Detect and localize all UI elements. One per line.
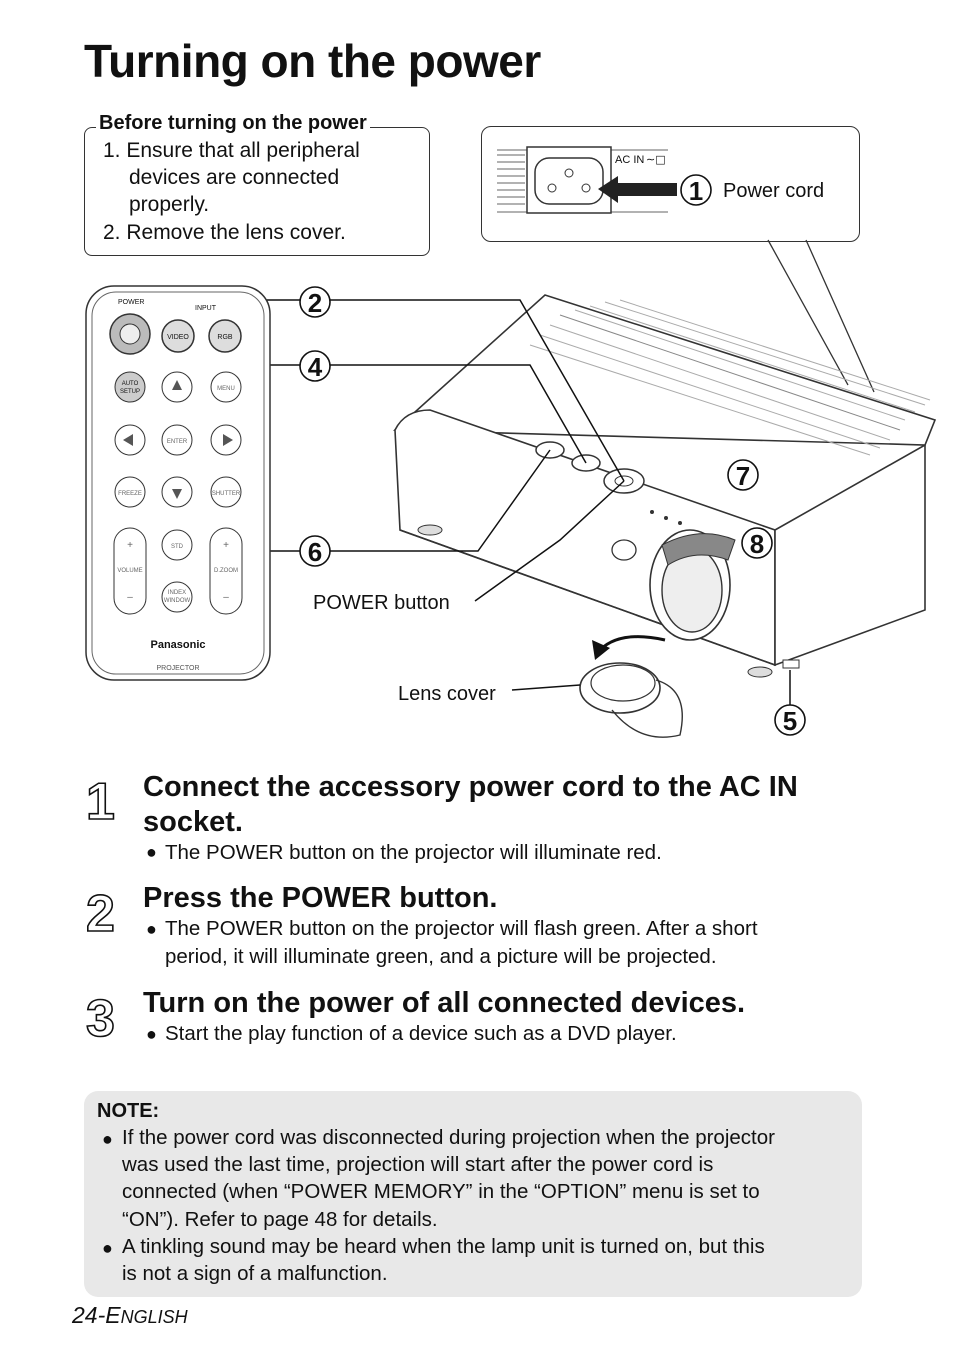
svg-text:POWER: POWER xyxy=(118,299,144,306)
callout-6: 6 xyxy=(308,537,322,567)
ac-inlet-icon: AC IN ∼□ xyxy=(497,146,677,214)
bullet-icon: ● xyxy=(146,1024,157,1044)
page-footer: 24-ENGLISH xyxy=(72,1302,188,1329)
note-text: was used the last time, projection will … xyxy=(122,1153,714,1176)
svg-text:∼□: ∼□ xyxy=(646,153,666,166)
bullet-icon: ● xyxy=(146,842,157,862)
callout-8: 8 xyxy=(750,529,764,559)
step-3-number: 3 xyxy=(85,989,116,1049)
before-item-2: 2. Remove the lens cover. xyxy=(103,221,346,244)
svg-text:–: – xyxy=(127,592,133,603)
bullet-icon: ● xyxy=(102,1129,113,1149)
svg-text:+: + xyxy=(223,540,229,551)
note-text: connected (when “POWER MEMORY” in the “O… xyxy=(122,1180,760,1203)
svg-text:ENTER: ENTER xyxy=(167,439,188,445)
remote-control: POWER INPUT VIDEO RGB AUTO SETUP MENU EN… xyxy=(85,285,271,681)
step-1-title-cont: socket. xyxy=(143,806,243,838)
page-number: 24- xyxy=(72,1302,106,1328)
step-2-number: 2 xyxy=(85,884,116,944)
step-2-text-cont: period, it will illuminate green, and a … xyxy=(165,945,717,968)
note-text: is not a sign of a malfunction. xyxy=(122,1262,388,1285)
svg-text:MENU: MENU xyxy=(217,386,235,392)
power-button-label: POWER button xyxy=(313,592,450,614)
svg-text:WINDOW: WINDOW xyxy=(164,598,191,604)
bullet-icon: ● xyxy=(146,919,157,939)
svg-text:Panasonic: Panasonic xyxy=(150,639,205,651)
before-item-1: 1. Ensure that all peripheral xyxy=(103,139,360,162)
svg-text:STD: STD xyxy=(171,544,184,550)
step-1-title: Connect the accessory power cord to the … xyxy=(143,771,798,803)
callout-5: 5 xyxy=(783,706,797,736)
power-cord-label: Power cord xyxy=(723,180,824,202)
step-1-text: The POWER button on the projector will i… xyxy=(165,841,662,864)
svg-text:AUTO: AUTO xyxy=(122,381,139,387)
projector-body xyxy=(392,294,937,738)
step-2-text: The POWER button on the projector will f… xyxy=(165,917,758,940)
step-1-number: 1 xyxy=(85,772,116,832)
svg-text:VIDEO: VIDEO xyxy=(167,334,189,341)
projector-illustration: AC IN ∼□ 1 Power cord xyxy=(85,146,937,738)
note-box xyxy=(84,1091,862,1297)
svg-text:–: – xyxy=(223,592,229,603)
before-title: Before turning on the power xyxy=(96,112,370,135)
page-title: Turning on the power xyxy=(84,35,541,87)
callout-7: 7 xyxy=(736,461,750,491)
svg-text:RGB: RGB xyxy=(217,334,233,341)
power-cord-callout xyxy=(481,126,860,242)
svg-text:INPUT: INPUT xyxy=(195,305,217,312)
step-3-text: Start the play function of a device such… xyxy=(165,1022,677,1045)
ac-in-label: AC IN xyxy=(615,154,644,166)
svg-text:SETUP: SETUP xyxy=(120,389,140,395)
svg-text:+: + xyxy=(127,540,133,551)
svg-text:D.ZOOM: D.ZOOM xyxy=(214,568,238,574)
note-text: “ON”). Refer to page 48 for details. xyxy=(122,1208,438,1231)
note-text: A tinkling sound may be heard when the l… xyxy=(122,1235,765,1258)
lens-cover-label: Lens cover xyxy=(398,683,496,705)
bullet-icon: ● xyxy=(102,1238,113,1258)
note-text: If the power cord was disconnected durin… xyxy=(122,1126,775,1149)
language-rest: NGLISH xyxy=(120,1307,188,1327)
callout-4: 4 xyxy=(308,352,323,382)
svg-text:FREEZE: FREEZE xyxy=(118,491,142,497)
before-item-1-cont: devices are connected xyxy=(129,166,340,189)
svg-text:PROJECTOR: PROJECTOR xyxy=(156,665,199,672)
step-2-title: Press the POWER button. xyxy=(143,882,498,914)
svg-text:SHUTTER: SHUTTER xyxy=(212,491,241,497)
callout-1: 1 xyxy=(689,176,703,206)
svg-text:INDEX: INDEX xyxy=(168,590,186,596)
before-item-1-cont2: properly. xyxy=(129,193,210,216)
note-title: NOTE: xyxy=(97,1100,160,1122)
callout-2: 2 xyxy=(308,288,322,318)
step-3-title: Turn on the power of all connected devic… xyxy=(143,987,746,1019)
svg-text:VOLUME: VOLUME xyxy=(117,568,142,574)
language-initial: E xyxy=(105,1302,121,1328)
